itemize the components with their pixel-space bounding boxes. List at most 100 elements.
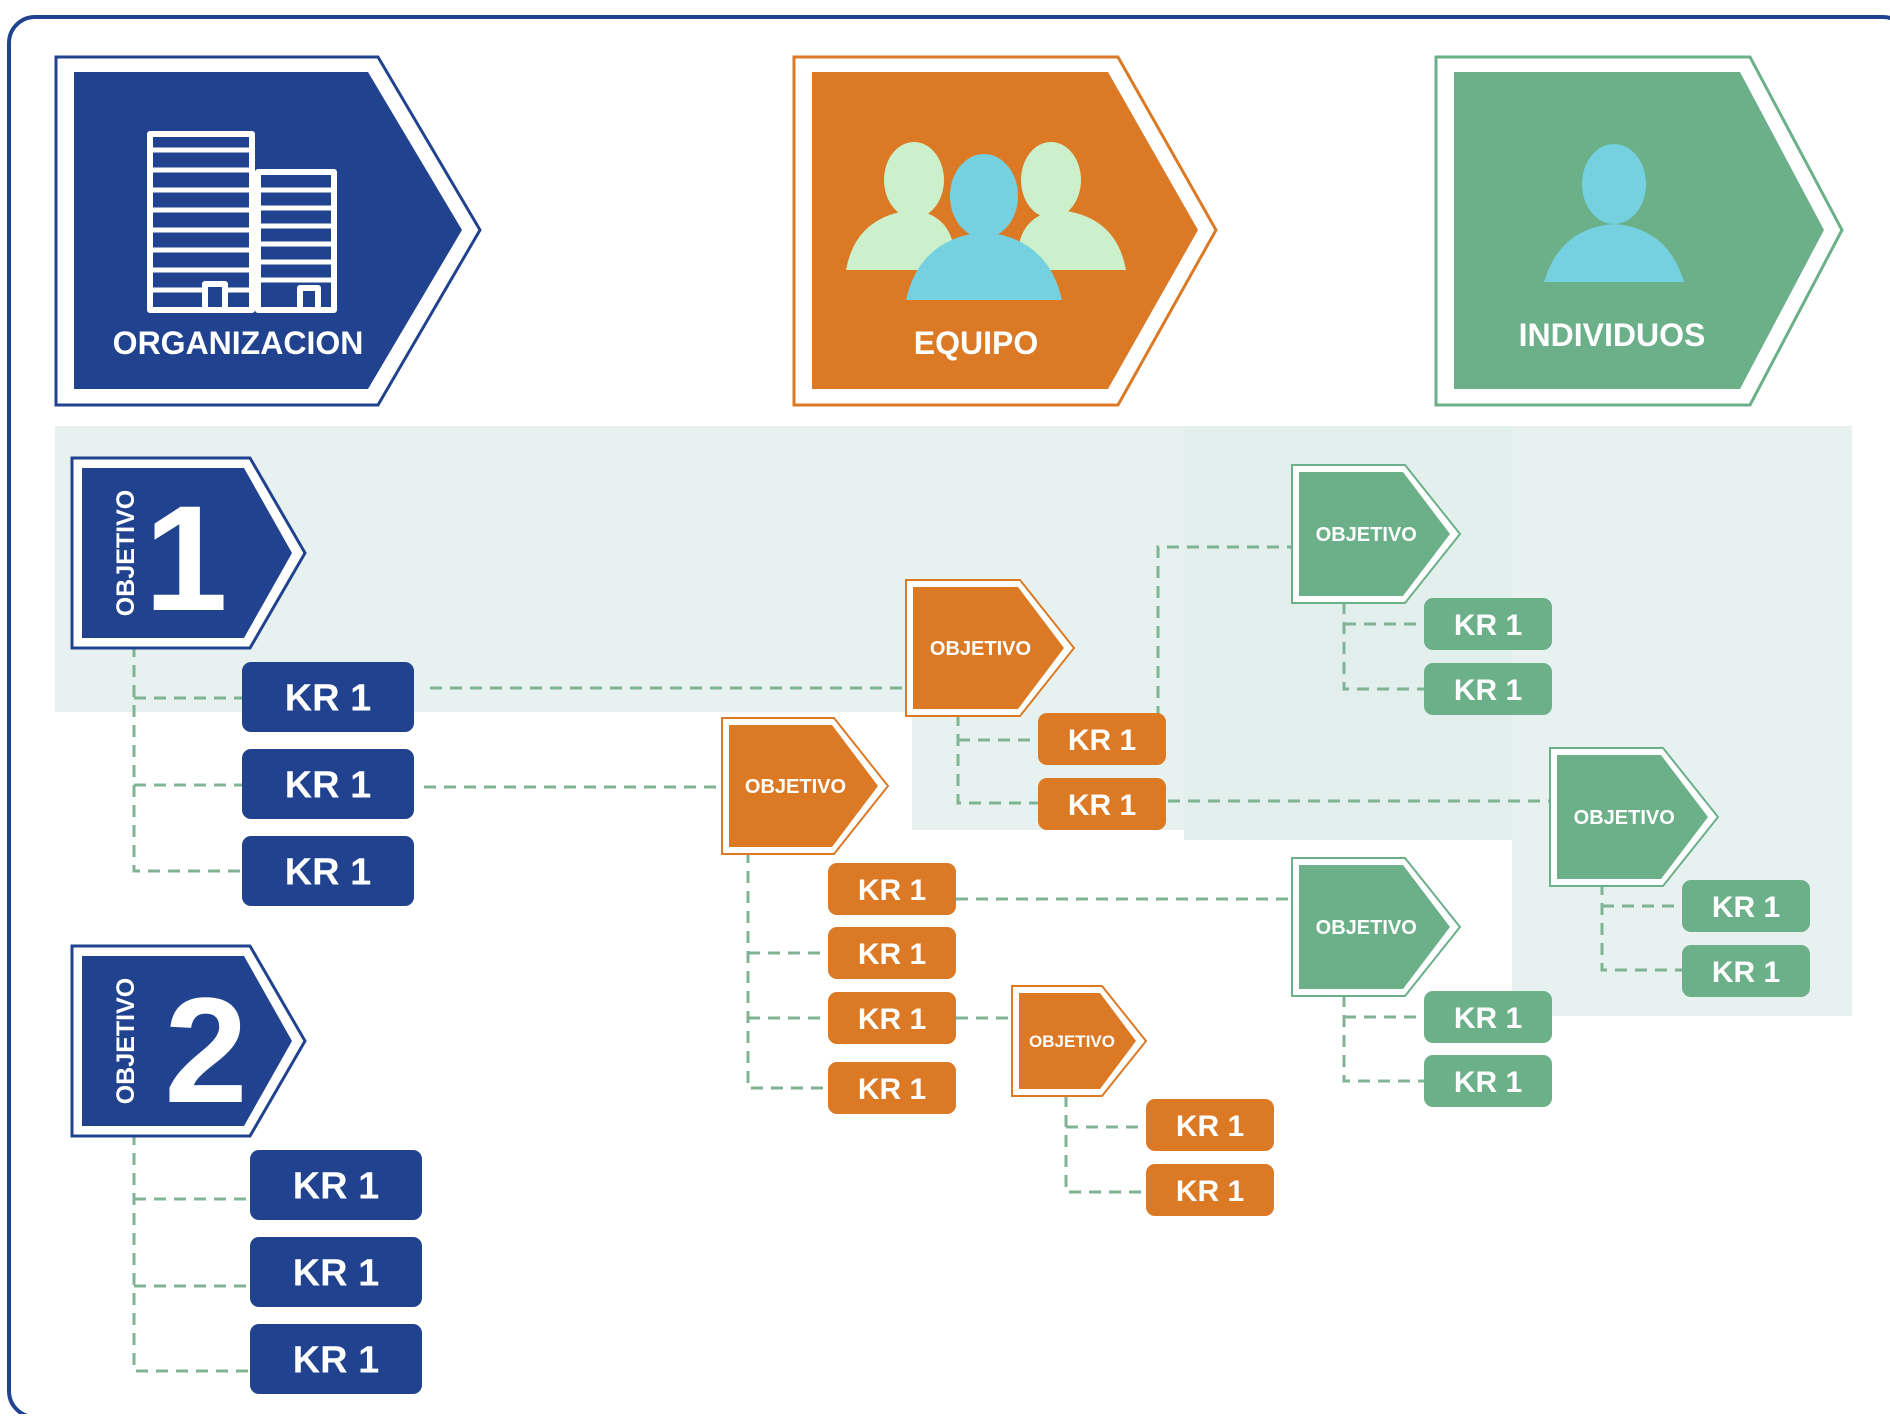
kr-label: KR 1	[1176, 1110, 1244, 1143]
kr-label: KR 1	[293, 1253, 380, 1295]
kr-pill-background	[250, 1324, 422, 1394]
objective-label: OBJETIVO	[1316, 917, 1417, 939]
header-individuals-label: INDIVIDUOS	[1519, 317, 1706, 353]
org-objective-1-label: OBJETIVO	[112, 490, 140, 616]
objective-arrow-fill	[1019, 993, 1136, 1089]
kr-label: KR 1	[293, 1166, 380, 1208]
kr-label: KR 1	[858, 874, 926, 907]
kr-label: KR 1	[1068, 724, 1136, 757]
kr-pill-background	[1146, 1164, 1274, 1216]
team-objective: OBJETIVO	[721, 717, 890, 855]
org-kr-pill: KR 1	[242, 749, 414, 819]
kr-pill-background	[1146, 1099, 1274, 1151]
objective-arrow-fill	[82, 956, 292, 1126]
kr-label: KR 1	[1454, 609, 1522, 642]
kr-label: KR 1	[293, 1340, 380, 1382]
objective-arrow-fill	[913, 587, 1064, 709]
objective-arrow-fill	[1557, 755, 1708, 879]
kr-pill-background	[242, 662, 414, 732]
objective-arrow-fill	[82, 468, 292, 638]
org-objective-1: OBJETIVO 1	[70, 456, 307, 650]
objective-label: OBJETIVO	[1029, 1032, 1115, 1051]
kr-label: KR 1	[1712, 956, 1780, 989]
connector	[132, 1133, 250, 1373]
team-kr-pill: KR 1	[1038, 713, 1166, 765]
kr-label: KR 1	[285, 678, 372, 720]
org-objective-1-number: 1	[144, 474, 227, 642]
kr-pill-background	[828, 927, 956, 979]
org-objective-2-label: OBJETIVO	[112, 978, 140, 1104]
objective-label: OBJETIVO	[930, 638, 1031, 660]
individual-kr-pill: KR 1	[1424, 991, 1552, 1043]
individual-kr-pill: KR 1	[1424, 598, 1552, 650]
objective-label: OBJETIVO	[1316, 524, 1417, 546]
kr-pill-background	[1424, 663, 1552, 715]
kr-pill-background	[1424, 1055, 1552, 1107]
team-kr-pill: KR 1	[1146, 1099, 1274, 1151]
team-kr-pill: KR 1	[828, 863, 956, 915]
header-organization-label: ORGANIZACION	[113, 325, 364, 361]
kr-pill-background	[1424, 991, 1552, 1043]
connector	[1600, 883, 1682, 972]
team-objective: OBJETIVO	[905, 579, 1076, 717]
kr-pill-background	[250, 1150, 422, 1220]
kr-label: KR 1	[858, 938, 926, 971]
kr-label: KR 1	[858, 1003, 926, 1036]
connector	[132, 645, 242, 873]
objective-arrow-fill	[1299, 865, 1450, 989]
kr-label: KR 1	[1454, 674, 1522, 707]
kr-label: KR 1	[1454, 1002, 1522, 1035]
individual-kr-pill: KR 1	[1424, 1055, 1552, 1107]
header-team: EQUIPO	[792, 55, 1218, 407]
org-kr-pill: KR 1	[250, 1150, 422, 1220]
connector	[1064, 1095, 1146, 1194]
connector	[956, 714, 1038, 805]
kr-label: KR 1	[1712, 891, 1780, 924]
team-kr-pill: KR 1	[1146, 1164, 1274, 1216]
kr-label: KR 1	[285, 852, 372, 894]
individual-kr-pill: KR 1	[1682, 880, 1810, 932]
connector	[1342, 995, 1424, 1083]
team-kr-pill: KR 1	[828, 1062, 956, 1114]
team-kr-pill: KR 1	[828, 927, 956, 979]
kr-label: KR 1	[1176, 1175, 1244, 1208]
org-kr-pill: KR 1	[242, 836, 414, 906]
individual-objective: OBJETIVO	[1291, 857, 1462, 997]
connector	[746, 851, 828, 1090]
objective-label: OBJETIVO	[1574, 807, 1675, 829]
org-kr-pill: KR 1	[250, 1324, 422, 1394]
kr-pill-background	[1424, 598, 1552, 650]
individual-kr-pill: KR 1	[1424, 663, 1552, 715]
kr-pill-background	[1682, 880, 1810, 932]
kr-pill-background	[1682, 945, 1810, 997]
team-kr-pill: KR 1	[828, 992, 956, 1044]
kr-pill-background	[828, 992, 956, 1044]
kr-pill-background	[242, 836, 414, 906]
team-kr-pill: KR 1	[1038, 778, 1166, 830]
team-people-icon	[846, 142, 1126, 300]
individual-kr-pill: KR 1	[1682, 945, 1810, 997]
objective-arrow-fill	[1299, 472, 1450, 596]
kr-pill-background	[242, 749, 414, 819]
header-individuals: INDIVIDUOS	[1434, 55, 1844, 407]
header-organization: ORGANIZACION	[54, 55, 482, 407]
header-team-label: EQUIPO	[914, 325, 1038, 361]
kr-pill-background	[250, 1237, 422, 1307]
kr-label: KR 1	[285, 765, 372, 807]
buildings-icon	[147, 131, 337, 313]
kr-pill-background	[828, 1062, 956, 1114]
kr-label: KR 1	[858, 1073, 926, 1106]
kr-pill-background	[1038, 713, 1166, 765]
org-kr-pill: KR 1	[250, 1237, 422, 1307]
diagram-nodes: KR 1 KR 1 KR 1 KR 1 KR 1 KR 1 KR 1 KR 1 KR 1 KR 1…	[242, 464, 1810, 1394]
kr-label: KR 1	[1068, 789, 1136, 822]
connector	[1156, 545, 1296, 738]
objective-arrow-fill	[729, 725, 878, 847]
individual-objective: OBJETIVO	[1291, 464, 1462, 604]
kr-label: KR 1	[1454, 1066, 1522, 1099]
org-objective-2-number: 2	[164, 966, 247, 1134]
team-objective: OBJETIVO	[1011, 985, 1148, 1097]
kr-pill-background	[1038, 778, 1166, 830]
